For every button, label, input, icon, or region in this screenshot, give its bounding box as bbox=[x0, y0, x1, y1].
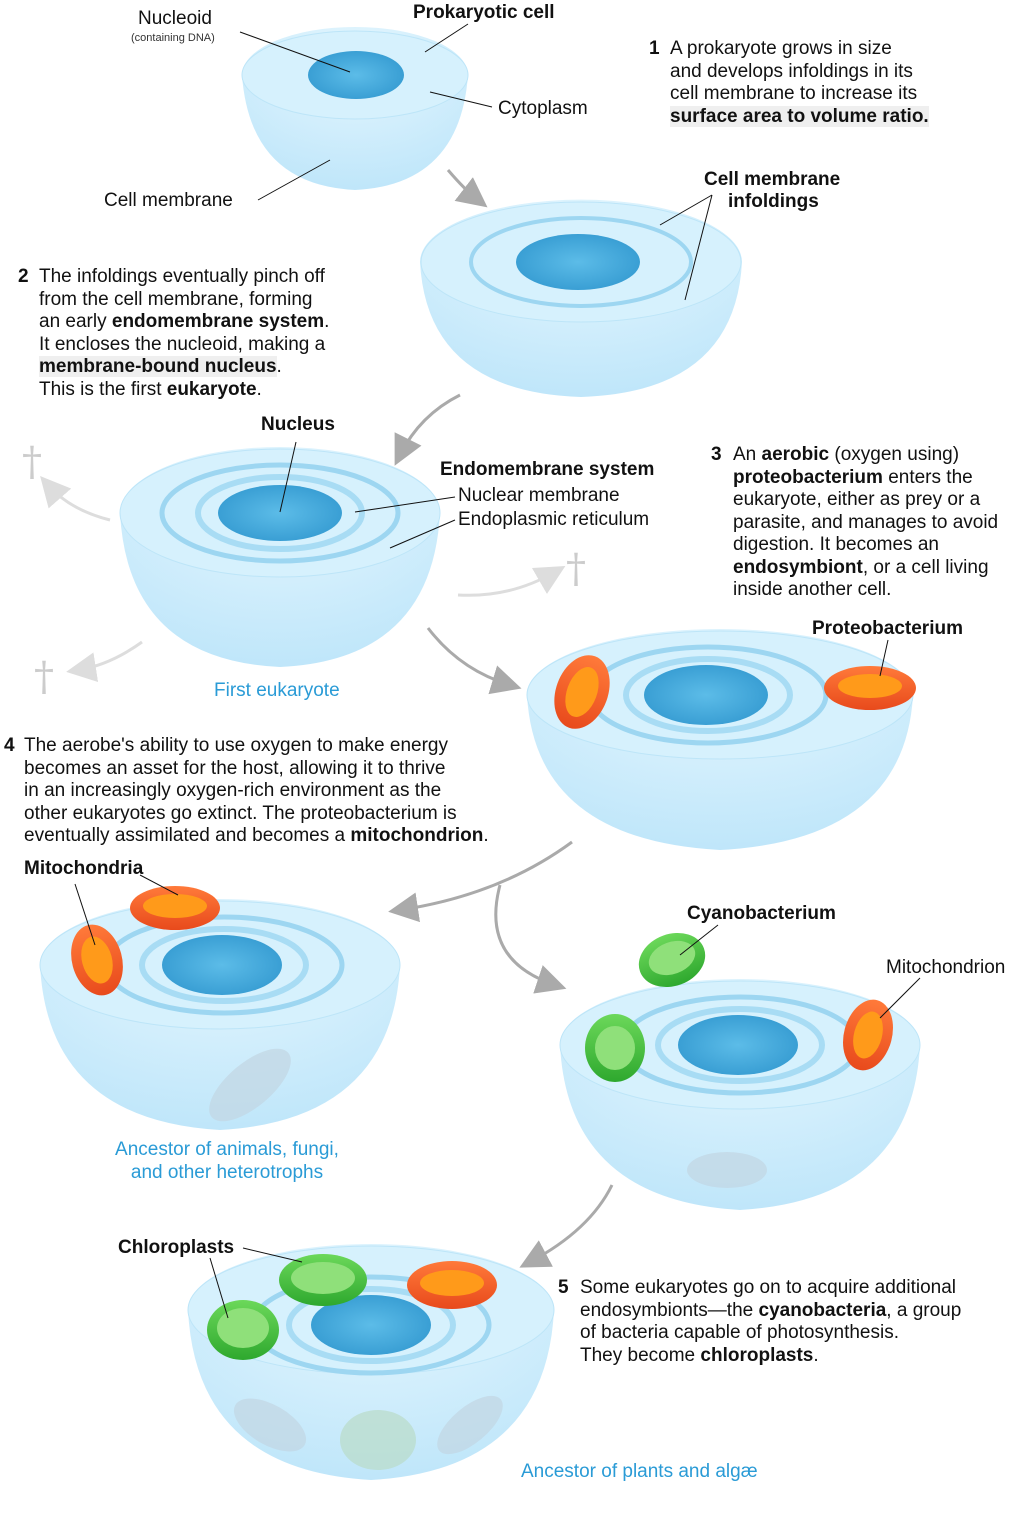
cyanobacterium-label: Cyanobacterium bbox=[687, 903, 836, 924]
endomembrane-label: Endomembrane system bbox=[440, 459, 655, 480]
step-fragment: eventually assimilated and becomes a bbox=[24, 825, 351, 846]
cell-membrane-label: Cell membrane bbox=[104, 190, 233, 211]
step-fragment: endosymbiont bbox=[733, 556, 863, 578]
step-fragment: . bbox=[483, 825, 489, 846]
cell-with-cyanobacterium bbox=[559, 932, 921, 1210]
nucleus-blob bbox=[644, 665, 768, 725]
infolding-cell bbox=[420, 199, 742, 397]
transition-arrows bbox=[388, 169, 614, 1268]
mitochondrion-label: Mitochondrion bbox=[886, 957, 1006, 978]
prokaryotic-cell bbox=[241, 27, 469, 190]
step-fragment: an early bbox=[39, 311, 112, 332]
step-number: 3 bbox=[711, 444, 722, 465]
prokaryotic-cell-label: Prokaryotic cell bbox=[413, 2, 555, 23]
step-line: surface area to volume ratio. bbox=[670, 105, 929, 127]
heterotroph-ancestor-cell bbox=[39, 886, 401, 1130]
step-fragment: enters the bbox=[882, 466, 973, 488]
step-fragment: endomembrane system bbox=[111, 311, 325, 332]
dagger-icon: † bbox=[566, 546, 586, 592]
step-4-text: 4 The aerobe's ability to use oxygen to … bbox=[4, 735, 544, 850]
step-fragment: chloroplasts bbox=[700, 1344, 814, 1366]
leader-lines bbox=[74, 23, 921, 1319]
step-line: other eukaryotes go extinct. The proteob… bbox=[24, 802, 457, 824]
first-eukaryote-cell bbox=[119, 447, 441, 667]
plants-caption: Ancestor of plants and algæ bbox=[521, 1461, 758, 1482]
step-line: of bacteria capable of photosynthesis. bbox=[580, 1322, 899, 1343]
nucleoid-blob bbox=[308, 51, 404, 99]
animals-caption-line2: and other heterotrophs bbox=[130, 1162, 324, 1183]
step-line: parasite, and manages to avoid bbox=[733, 511, 999, 533]
step-fragment: . bbox=[813, 1344, 819, 1366]
step-fragment: membrane-bound nucleus bbox=[39, 356, 277, 377]
nucleoid-note: (containing DNA) bbox=[131, 32, 215, 44]
step-line: inside another cell. bbox=[733, 579, 892, 600]
nucleus-blob bbox=[311, 1295, 431, 1355]
step-line: A prokaryote grows in size bbox=[670, 38, 892, 59]
infoldings-label-line1: Cell membrane bbox=[704, 169, 841, 190]
step-line: and develops infoldings in its bbox=[670, 60, 913, 82]
step-line: The infoldings eventually pinch off bbox=[39, 266, 325, 287]
step-5-text: 5 Some eukaryotes go on to acquire addit… bbox=[558, 1277, 1018, 1372]
step-fragment: . bbox=[256, 378, 262, 400]
first-eukaryote-caption: First eukaryote bbox=[214, 680, 340, 701]
infoldings-label-line2: infoldings bbox=[728, 191, 819, 212]
step-fragment: . bbox=[324, 311, 330, 332]
dagger-icon: † bbox=[34, 654, 54, 700]
plant-ancestor-cell bbox=[187, 1244, 555, 1480]
step-3-text: 3 An aerobic (oxygen using) proteobacter… bbox=[711, 444, 1026, 604]
step-fragment: mitochondrion bbox=[350, 825, 484, 846]
animals-caption-line1: Ancestor of animals, fungi, bbox=[115, 1139, 339, 1160]
step-fragment: aerobic bbox=[761, 444, 830, 465]
nucleus-blob bbox=[678, 1015, 798, 1075]
step-line: becomes an asset for the host, allowing … bbox=[24, 757, 446, 779]
step-line: cell membrane to increase its bbox=[670, 83, 918, 104]
step-fragment: endosymbionts—the bbox=[580, 1299, 759, 1321]
step-2-text: 2 The infoldings eventually pinch off fr… bbox=[18, 266, 398, 406]
step-fragment: , a group bbox=[886, 1299, 962, 1321]
step-line: It encloses the nucleoid, making a bbox=[39, 333, 326, 355]
extinction-daggers: † † † bbox=[22, 439, 586, 700]
nucleus-label: Nucleus bbox=[261, 414, 335, 435]
step-fragment: eukaryote bbox=[166, 378, 257, 400]
er-label: Endoplasmic reticulum bbox=[458, 509, 650, 530]
step-line: Some eukaryotes go on to acquire additio… bbox=[580, 1277, 957, 1298]
nuclear-membrane-label: Nuclear membrane bbox=[458, 485, 620, 506]
nucleus-blob bbox=[162, 935, 282, 995]
step-number: 1 bbox=[649, 38, 660, 59]
step-fragment: . bbox=[276, 356, 282, 377]
step-number: 5 bbox=[558, 1277, 569, 1298]
step-line: eukaryote, either as prey or a bbox=[733, 489, 981, 510]
chloroplasts-label: Chloroplasts bbox=[118, 1237, 235, 1258]
step-number: 2 bbox=[18, 266, 29, 287]
step-line: The aerobe's ability to use oxygen to ma… bbox=[24, 735, 448, 756]
nucleoid-blob bbox=[516, 234, 640, 290]
step-fragment: proteobacterium bbox=[733, 466, 883, 488]
dagger-icon: † bbox=[22, 439, 42, 485]
proteobacterium-label: Proteobacterium bbox=[812, 618, 963, 639]
step-fragment: (oxygen using) bbox=[829, 444, 960, 465]
step-number: 4 bbox=[4, 735, 15, 756]
step-line: digestion. It becomes an bbox=[733, 534, 939, 555]
step-fragment: An bbox=[733, 444, 762, 465]
nucleus-blob bbox=[218, 485, 342, 541]
step-fragment: cyanobacteria bbox=[758, 1299, 887, 1321]
step-fragment: , or a cell living bbox=[862, 556, 989, 578]
nucleoid-label: Nucleoid bbox=[138, 8, 212, 29]
mitochondria-label: Mitochondria bbox=[24, 858, 144, 879]
step-fragment: They become bbox=[580, 1344, 701, 1366]
cell-with-proteobacterium bbox=[526, 629, 916, 850]
step-fragment: This is the first bbox=[39, 378, 167, 400]
step-line: from the cell membrane, forming bbox=[39, 288, 313, 310]
extinction-arrows bbox=[40, 475, 566, 683]
cytoplasm-label: Cytoplasm bbox=[498, 98, 588, 119]
step-1-text: 1 A prokaryote grows in size and develop… bbox=[649, 38, 949, 133]
step-line: in an increasingly oxygen-rich environme… bbox=[24, 780, 442, 801]
